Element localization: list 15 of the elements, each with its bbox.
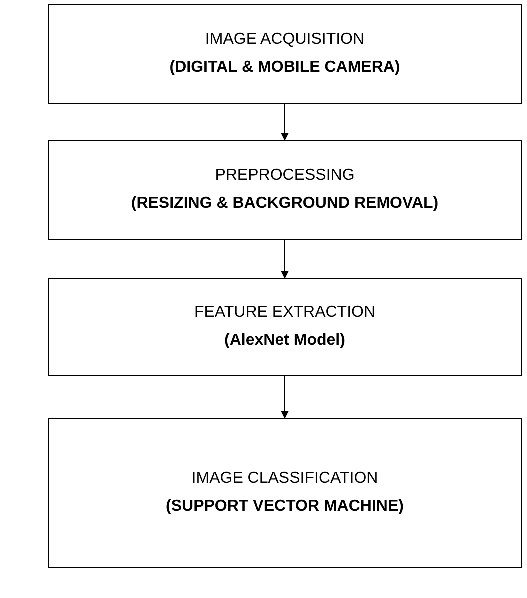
step-detail: (AlexNet Model)	[224, 331, 346, 351]
arrow	[281, 376, 289, 419]
step-title: IMAGE ACQUISITION	[205, 30, 365, 50]
step-title: IMAGE CLASSIFICATION	[192, 469, 378, 489]
process-box	[48, 140, 522, 240]
step-title: PREPROCESSING	[215, 166, 355, 186]
arrow	[281, 104, 289, 141]
step-title: FEATURE EXTRACTION	[194, 303, 376, 323]
step-detail: (RESIZING & BACKGROUND REMOVAL)	[131, 194, 439, 214]
step-detail: (DIGITAL & MOBILE CAMERA)	[170, 58, 400, 78]
arrow	[281, 240, 289, 279]
process-box	[48, 278, 522, 376]
process-box	[48, 418, 522, 568]
process-box	[48, 4, 522, 104]
step-detail: (SUPPORT VECTOR MACHINE)	[166, 497, 404, 517]
